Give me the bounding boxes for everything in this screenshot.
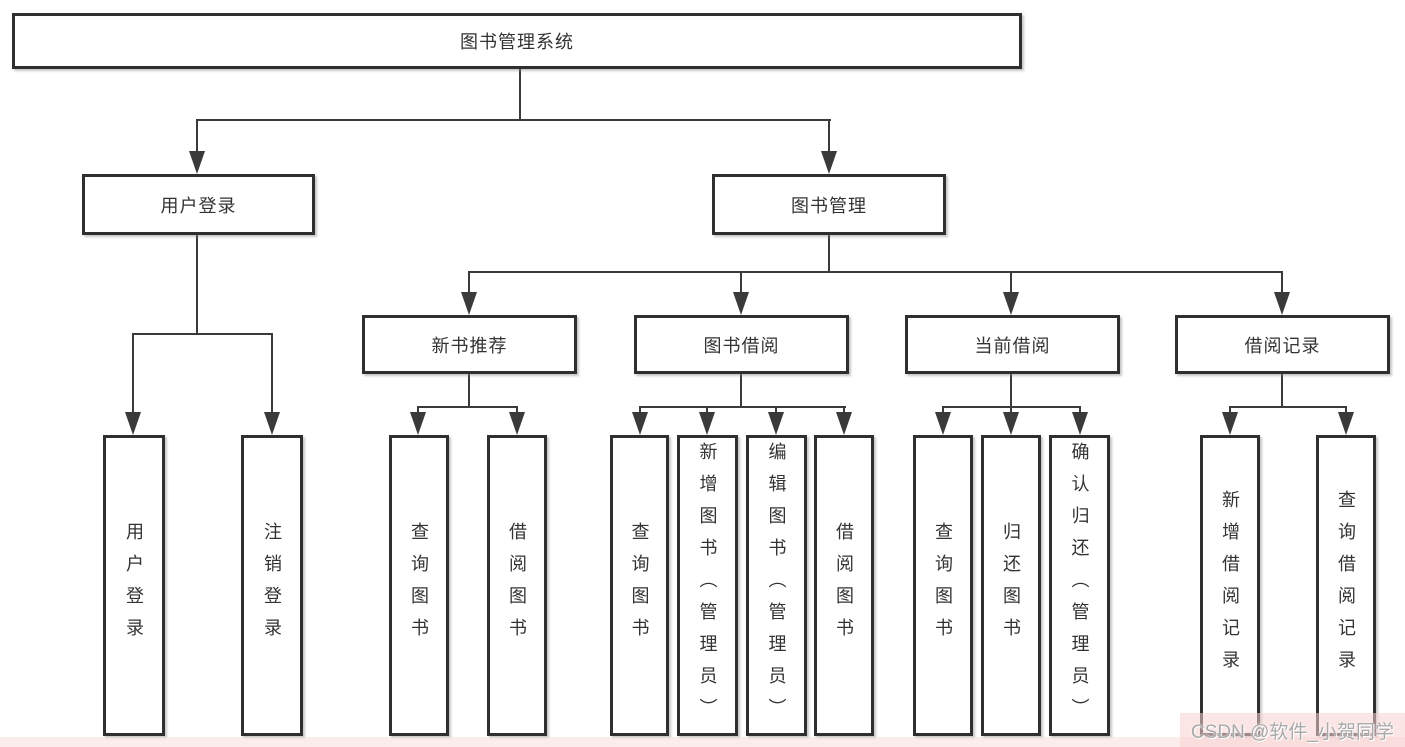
connector-stem (740, 374, 742, 408)
node-label: 新书推荐 (431, 335, 508, 356)
leaf-label: 编辑图书（管理员） (766, 441, 787, 730)
leaf-label: 查询图书 (933, 521, 953, 650)
arrowhead-down-icon (1003, 292, 1019, 315)
leaf-logout: 注销登录 (241, 435, 303, 736)
connector-stem (468, 271, 470, 295)
connector-stem (828, 235, 830, 273)
arrowhead-down-icon (461, 292, 477, 315)
arrowhead-down-icon (768, 412, 784, 435)
node-label: 图书借阅 (703, 335, 780, 356)
connector-hline (132, 333, 273, 335)
connector-stem (942, 406, 944, 416)
arrowhead-down-icon (410, 412, 426, 435)
arrowhead-down-icon (1072, 412, 1088, 435)
arrowhead-down-icon (632, 412, 648, 435)
leaf-label: 借阅图书 (507, 521, 527, 650)
leaf-label: 查询图书 (629, 521, 650, 650)
connector-stem (828, 119, 830, 155)
leaf-label: 归还图书 (1001, 521, 1021, 650)
watermark-strip (0, 737, 1405, 747)
leaf-label: 查询借阅记录 (1336, 489, 1356, 682)
arrowhead-down-icon (189, 151, 205, 174)
leaf-cb-query-books: 查询图书 (913, 435, 973, 736)
connector-stem (740, 271, 742, 295)
connector-stem (132, 333, 134, 415)
connector-stem (1281, 374, 1283, 408)
leaf-label: 借阅图书 (834, 521, 854, 650)
node-user-login: 用户登录 (82, 174, 315, 235)
leaf-rec-query-books: 查询图书 (389, 435, 449, 736)
leaf-cb-confirm-return-admin: 确认归还（管理员） (1049, 435, 1110, 736)
arrowhead-down-icon (125, 412, 141, 435)
leaf-bb-query-books: 查询图书 (610, 435, 669, 736)
leaf-rec-borrow-books: 借阅图书 (487, 435, 547, 736)
node-new-book-recommendation: 新书推荐 (362, 315, 577, 374)
connector-level3-hline (468, 271, 1283, 273)
leaf-bb-borrow-books: 借阅图书 (814, 435, 874, 736)
connector-stem (1345, 406, 1347, 416)
connector-hline (1229, 406, 1347, 408)
leaf-br-add-record: 新增借阅记录 (1200, 435, 1260, 736)
arrowhead-down-icon (1338, 412, 1354, 435)
connector-stem (843, 406, 845, 416)
arrowhead-down-icon (836, 412, 852, 435)
leaf-br-query-record: 查询借阅记录 (1316, 435, 1376, 736)
connector-hline (417, 406, 518, 408)
arrowhead-down-icon (821, 151, 837, 174)
connector-stem (271, 333, 273, 415)
leaf-user-login: 用户登录 (103, 435, 165, 736)
arrowhead-down-icon (1003, 412, 1019, 435)
connector-stem (516, 406, 518, 416)
leaf-bb-edit-books-admin: 编辑图书（管理员） (746, 435, 807, 736)
connector-stem (417, 406, 419, 416)
connector-stem (1010, 271, 1012, 295)
node-book-management: 图书管理 (712, 174, 946, 235)
leaf-bb-add-books-admin: 新增图书（管理员） (677, 435, 738, 736)
arrowhead-down-icon (264, 412, 280, 435)
watermark-text: CSDN @软件_小贺同学 (1191, 721, 1394, 743)
arrowhead-down-icon (509, 412, 525, 435)
leaf-label: 新增图书（管理员） (697, 441, 718, 730)
connector-stem (196, 119, 198, 155)
node-borrow-records: 借阅记录 (1175, 315, 1390, 374)
arrowhead-down-icon (733, 292, 749, 315)
leaf-label: 查询图书 (409, 521, 429, 650)
node-label: 当前借阅 (974, 335, 1051, 356)
arrowhead-down-icon (1274, 292, 1290, 315)
node-label: 用户登录 (160, 195, 237, 216)
connector-stem (1079, 406, 1081, 416)
watermark: CSDN @软件_小贺同学 (1180, 713, 1405, 747)
leaf-label: 用户登录 (124, 521, 144, 650)
leaf-label: 注销登录 (262, 521, 282, 650)
node-current-borrowing: 当前借阅 (905, 315, 1120, 374)
connector-stem (196, 235, 198, 335)
arrowhead-down-icon (699, 412, 715, 435)
arrowhead-down-icon (935, 412, 951, 435)
node-label: 图书管理 (791, 195, 867, 216)
connector-stem (1281, 271, 1283, 295)
connector-stem (639, 406, 641, 416)
connector-stem (775, 406, 777, 416)
node-label: 借阅记录 (1244, 335, 1321, 356)
connector-level2-hline (196, 119, 831, 121)
connector-stem (468, 374, 470, 408)
arrowhead-down-icon (1222, 412, 1238, 435)
leaf-label: 新增借阅记录 (1220, 489, 1240, 682)
node-book-borrowing: 图书借阅 (634, 315, 849, 374)
connector-stem (1010, 406, 1012, 416)
connector-stem (1229, 406, 1231, 416)
connector-stem (706, 406, 708, 416)
connector-hline (639, 406, 846, 408)
leaf-cb-return-books: 归还图书 (981, 435, 1041, 736)
node-root-system: 图书管理系统 (12, 13, 1022, 69)
node-label: 图书管理系统 (460, 32, 574, 52)
leaf-label: 确认归还（管理员） (1069, 441, 1090, 730)
connector-root-stem (519, 68, 521, 121)
connector-stem (1010, 374, 1012, 408)
